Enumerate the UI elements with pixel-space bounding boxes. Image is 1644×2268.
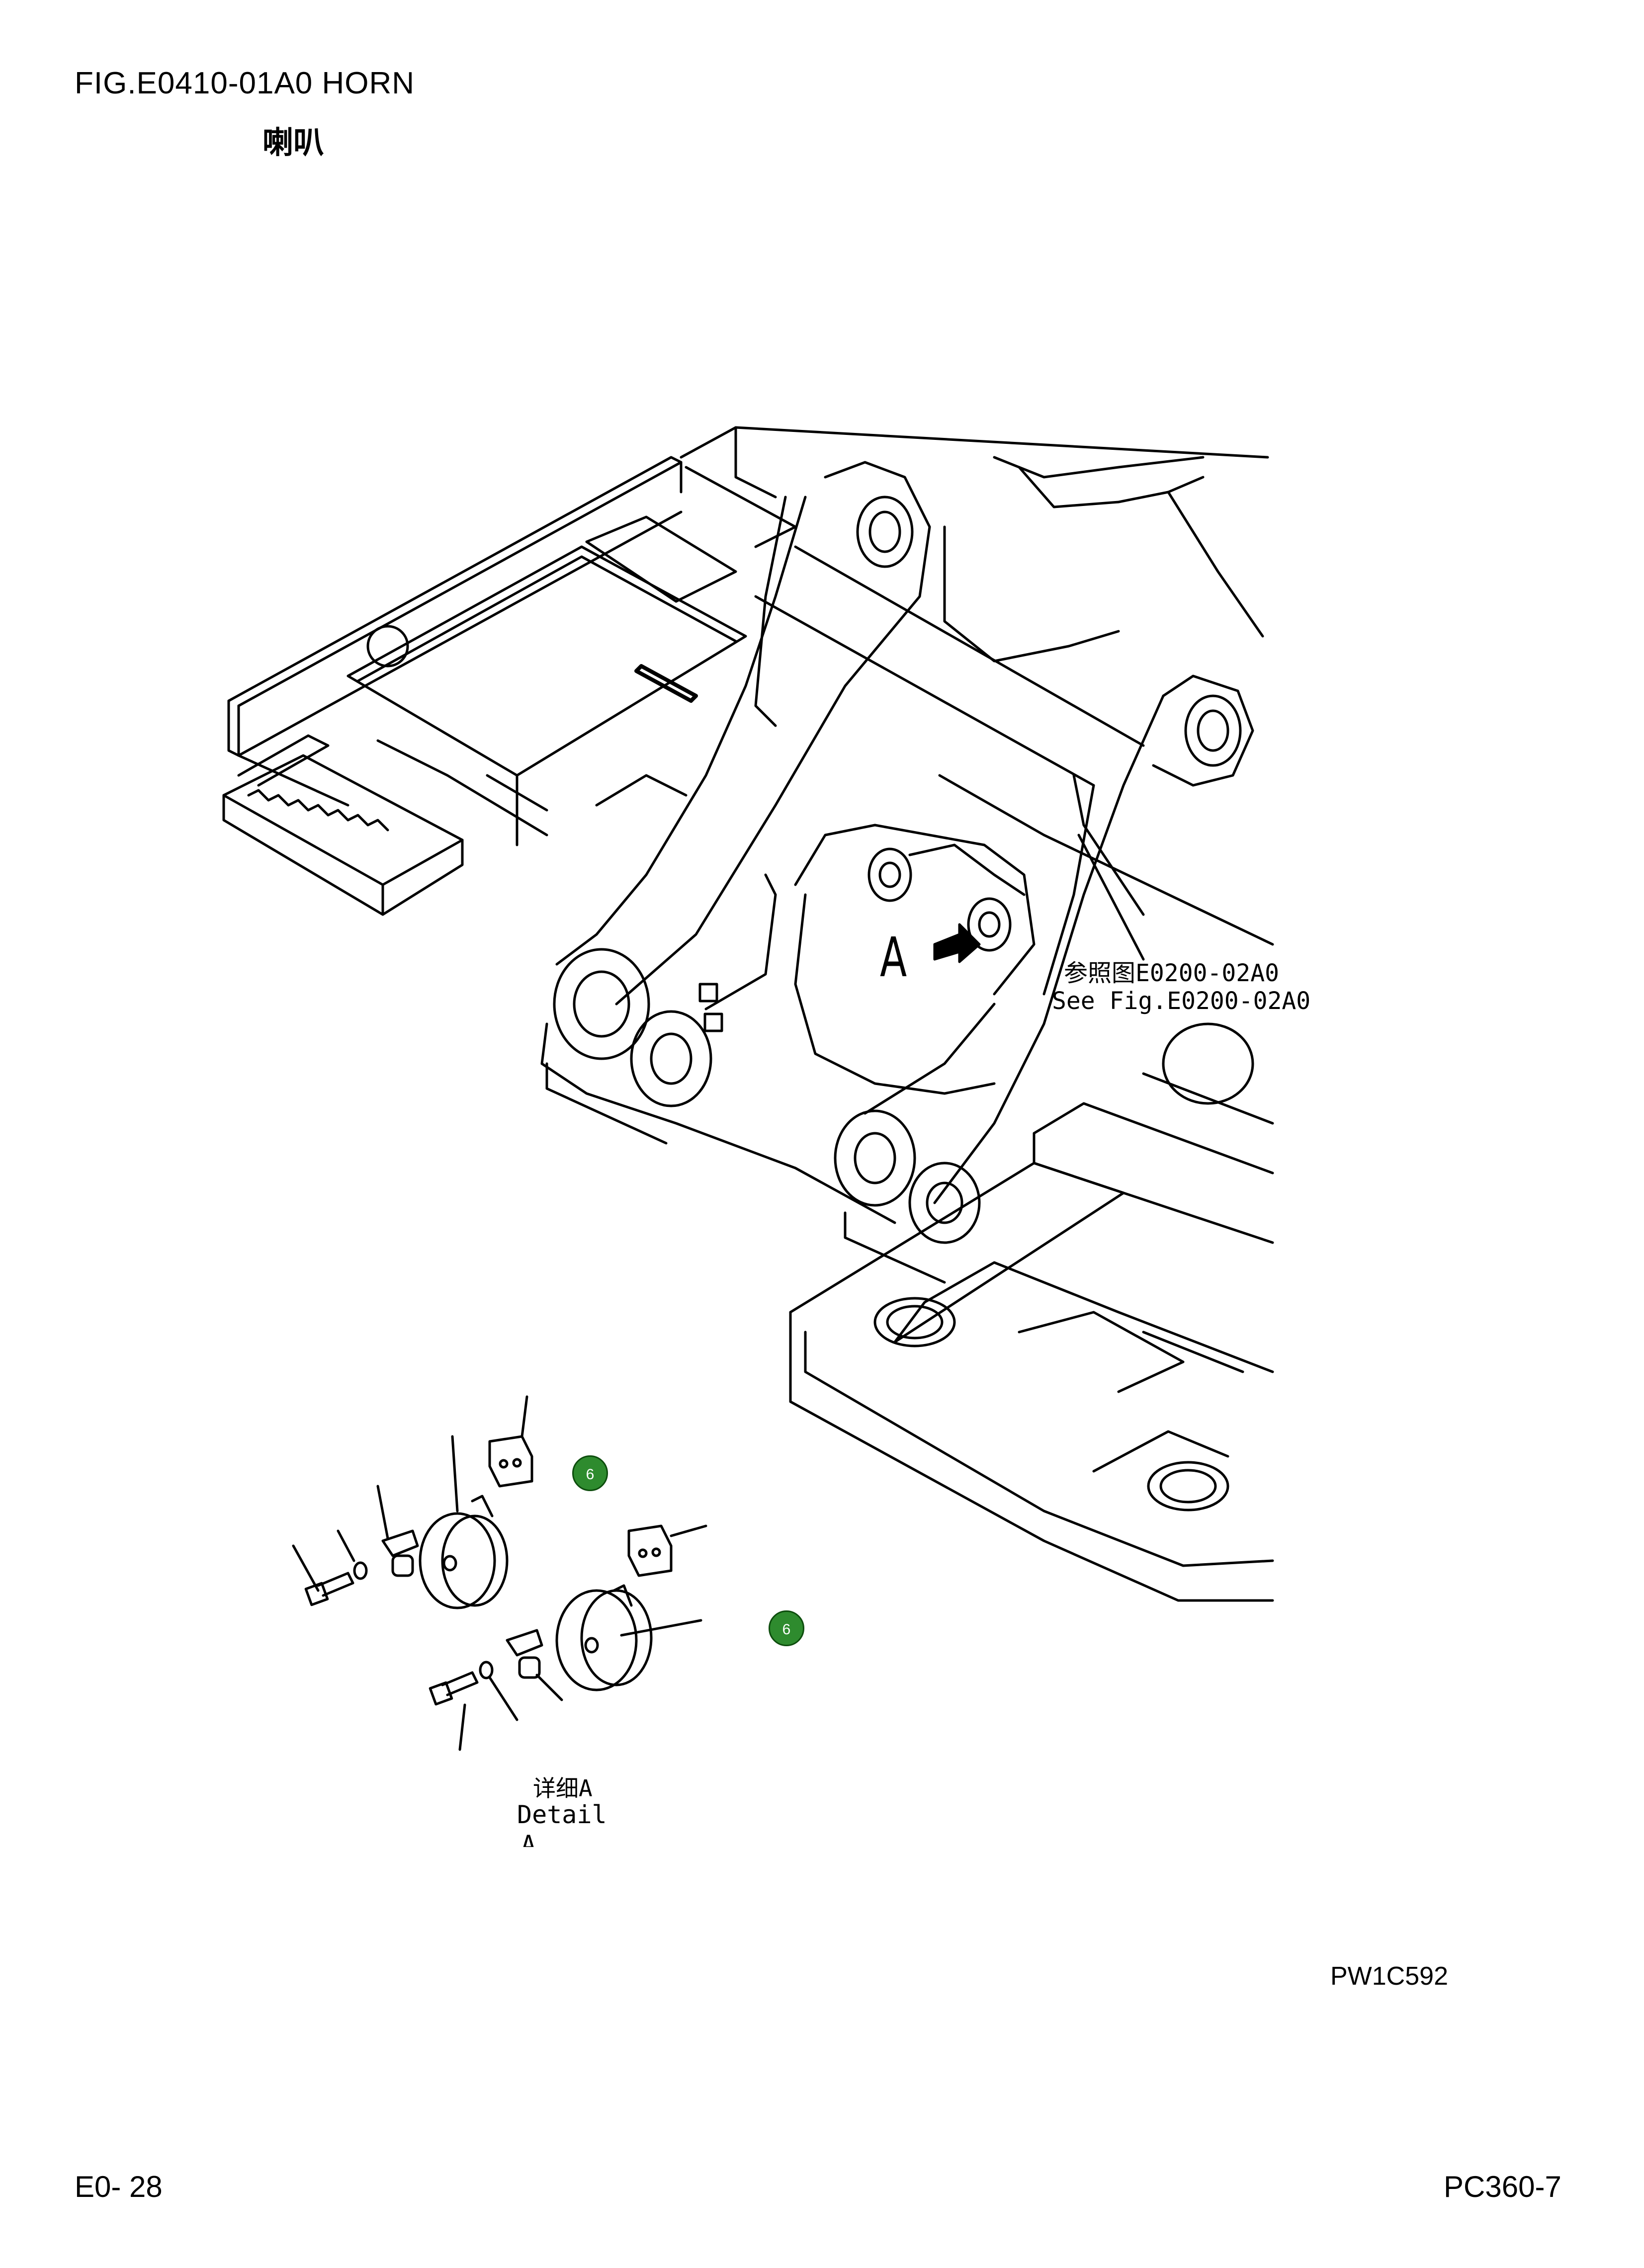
model-number: PC360-7 <box>1444 2170 1561 2203</box>
reference-figure-chinese: 参照图E0200-02A0 <box>1064 959 1279 987</box>
horn-mount-area <box>795 775 1143 1093</box>
part-callout-6[interactable]: 6 <box>572 1455 608 1491</box>
detail-label-english: Detail <box>517 1800 607 1829</box>
right-upper-frame <box>681 427 1268 785</box>
left-deck-frame <box>229 457 795 845</box>
step-ladder <box>224 736 462 915</box>
detail-label-chinese: 详细A <box>533 1775 593 1802</box>
right-lower-frame <box>790 775 1273 1600</box>
figure-title: FIG.E0410-01A0 HORN <box>75 66 415 100</box>
reference-leader <box>1079 835 1143 959</box>
detail-label-letter: A <box>521 1830 536 1847</box>
part-callout-6[interactable]: 6 <box>769 1610 804 1646</box>
view-a-callout: A <box>880 925 907 989</box>
figure-title-chinese: 喇叭 <box>262 124 325 161</box>
reference-figure-english: See Fig.E0200-02A0 <box>1052 987 1311 1015</box>
boom-bracket <box>542 462 1253 1282</box>
page-number: E0- 28 <box>75 2170 163 2203</box>
drawing-code: PW1C592 <box>1330 1962 1448 1991</box>
detail-a-horn-assembly <box>293 1397 706 1750</box>
